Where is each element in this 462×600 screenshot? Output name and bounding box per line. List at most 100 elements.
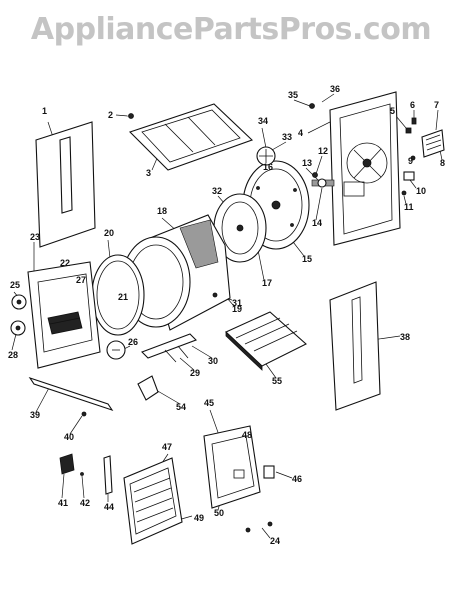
top-panel xyxy=(128,103,254,171)
callout-23: 23 xyxy=(30,232,40,242)
callout-26: 26 xyxy=(128,337,138,347)
seal-33 xyxy=(256,146,276,166)
callout-1: 1 xyxy=(42,106,47,116)
watermark: AppliancePartsPros.com xyxy=(30,12,432,47)
leader-line-42 xyxy=(81,475,85,499)
door-inner xyxy=(203,425,261,509)
callout-21: 21 xyxy=(118,292,128,302)
leader-line-24 xyxy=(261,527,271,539)
leader-line-17 xyxy=(257,249,265,281)
callout-6: 6 xyxy=(410,100,415,110)
part-31 xyxy=(212,292,218,298)
rear-bulkhead xyxy=(329,91,401,246)
leader-line-55 xyxy=(265,363,277,379)
leader-line-30 xyxy=(191,345,213,359)
callout-36: 36 xyxy=(330,84,340,94)
callout-25: 25 xyxy=(10,280,20,290)
callout-47: 47 xyxy=(162,442,172,452)
callout-19: 19 xyxy=(232,304,242,314)
callout-11: 11 xyxy=(404,202,414,212)
leader-line-4 xyxy=(307,119,335,134)
leader-line-11 xyxy=(403,195,407,205)
callout-40: 40 xyxy=(64,432,74,442)
screws-24 xyxy=(245,521,273,533)
callout-42: 42 xyxy=(80,498,90,508)
leader-line-41 xyxy=(61,473,65,499)
callout-46: 46 xyxy=(292,474,302,484)
callout-14: 14 xyxy=(312,218,322,228)
callout-5: 5 xyxy=(390,106,395,116)
callout-8: 8 xyxy=(440,158,445,168)
callout-22: 22 xyxy=(60,258,70,268)
leader-line-14 xyxy=(315,187,323,221)
callout-32: 32 xyxy=(212,186,222,196)
door-outer xyxy=(123,457,183,545)
leader-line-29 xyxy=(179,357,195,371)
leader-line-20 xyxy=(107,239,111,259)
callout-39: 39 xyxy=(30,410,40,420)
callout-41: 41 xyxy=(58,498,68,508)
callout-30: 30 xyxy=(208,356,218,366)
toe-kick xyxy=(28,376,114,417)
side-panel-left xyxy=(35,121,96,248)
callout-28: 28 xyxy=(8,350,18,360)
callout-48: 48 xyxy=(242,430,252,440)
knobs xyxy=(10,294,27,336)
leader-line-34 xyxy=(261,127,267,149)
callout-24: 24 xyxy=(270,536,280,546)
callout-12: 12 xyxy=(318,146,328,156)
leader-line-54 xyxy=(155,389,181,405)
rear-bearing xyxy=(311,172,335,188)
drum-seal-ring xyxy=(213,193,267,263)
callout-49: 49 xyxy=(194,513,204,523)
callout-18: 18 xyxy=(157,206,167,216)
callout-34: 34 xyxy=(258,116,268,126)
leader-line-7 xyxy=(435,109,439,131)
callout-27: 27 xyxy=(76,275,86,285)
callout-38: 38 xyxy=(400,332,410,342)
leader-line-5 xyxy=(395,115,407,129)
callout-20: 20 xyxy=(104,228,114,238)
callout-3: 3 xyxy=(146,168,151,178)
part-44 xyxy=(103,455,113,495)
callout-35: 35 xyxy=(288,90,298,100)
callout-55: 55 xyxy=(272,376,282,386)
leader-line-28 xyxy=(11,333,17,351)
callout-16: 16 xyxy=(263,162,273,172)
screw-2 xyxy=(128,113,134,119)
callout-10: 10 xyxy=(416,186,426,196)
screw-35 xyxy=(309,103,315,109)
rear-small-parts xyxy=(401,117,445,196)
side-panel-right xyxy=(329,281,381,411)
callout-17: 17 xyxy=(262,278,272,288)
leader-line-46 xyxy=(275,471,293,479)
door-latch xyxy=(59,453,84,476)
callout-13: 13 xyxy=(302,158,312,168)
leader-line-36 xyxy=(321,93,335,103)
callout-31: 31 xyxy=(232,298,242,308)
leader-line-12 xyxy=(315,155,323,175)
callout-29: 29 xyxy=(190,368,200,378)
callout-54: 54 xyxy=(176,402,186,412)
leader-line-35 xyxy=(293,99,311,107)
part-46 xyxy=(263,465,275,479)
callout-44: 44 xyxy=(104,502,114,512)
callout-2: 2 xyxy=(108,110,113,120)
hinge-54 xyxy=(137,375,159,401)
front-panel xyxy=(27,261,101,369)
callout-15: 15 xyxy=(302,254,312,264)
lint-rack xyxy=(225,311,307,371)
callout-7: 7 xyxy=(434,100,439,110)
leader-line-40 xyxy=(69,415,83,435)
drum-bracket xyxy=(141,333,197,363)
leader-line-33 xyxy=(271,141,287,151)
callout-50: 50 xyxy=(214,508,224,518)
drum xyxy=(121,214,231,331)
leader-line-10 xyxy=(409,179,417,189)
leader-line-39 xyxy=(35,385,51,413)
callout-33: 33 xyxy=(282,132,292,142)
callout-45: 45 xyxy=(204,398,214,408)
part-26 xyxy=(106,340,126,360)
